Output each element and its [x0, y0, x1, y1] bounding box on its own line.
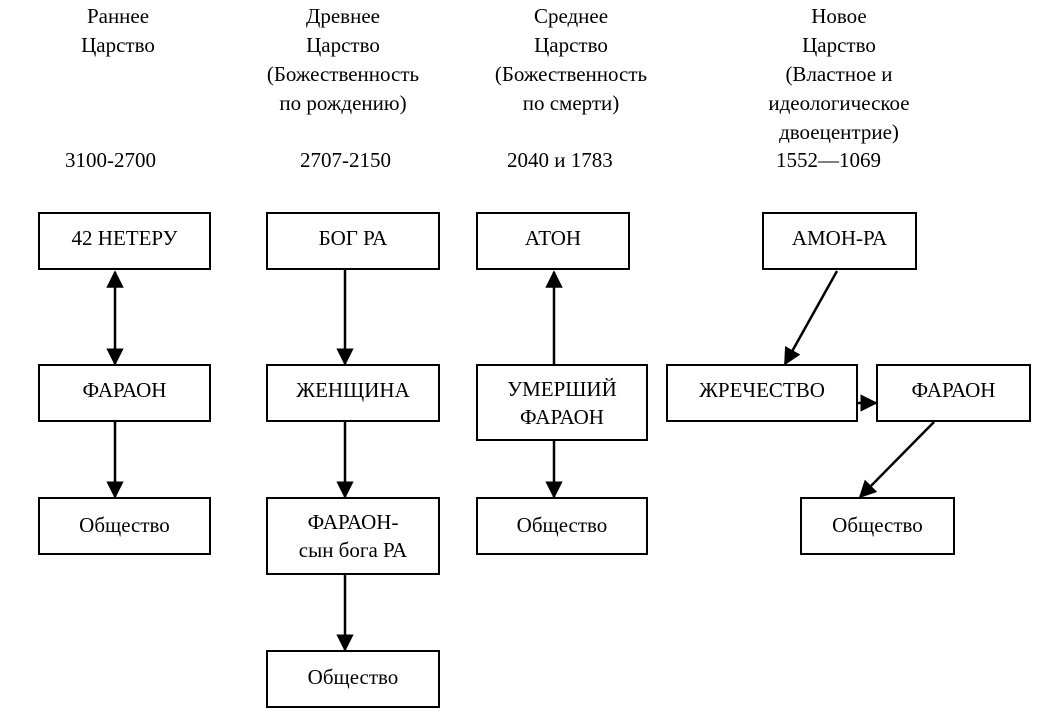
node-god-ra: БОГ РА [266, 212, 440, 270]
node-label: ЖЕНЩИНА [296, 378, 410, 402]
node-label: Общество [832, 513, 923, 537]
header-middle-kingdom: Среднее Царство (Божественность по смерт… [476, 2, 666, 118]
header-line: (Божественность [266, 62, 420, 86]
node-label: ФАРАОН [520, 405, 604, 429]
header-line: двоецентрие) [779, 120, 899, 144]
node-pharaoh-son-of-ra: ФАРАОН- сын бога РА [266, 497, 440, 575]
dates-new-kingdom: 1552—1069 [776, 148, 881, 172]
header-line: идеологическое [768, 91, 910, 115]
header-line: Царство [306, 33, 380, 57]
header-line: Царство [81, 33, 155, 57]
dates-middle-kingdom: 2040 и 1783 [507, 148, 613, 172]
node-society-early: Общество [38, 497, 211, 555]
arrow-amon-ra-priesthood [783, 270, 839, 366]
node-label: АМОН-РА [791, 226, 888, 250]
node-label: АТОН [524, 226, 582, 250]
dates-old-kingdom: 2707-2150 [300, 148, 391, 172]
node-dead-pharaoh: УМЕРШИЙ ФАРАОН [476, 364, 648, 441]
node-42-netery: 42 НЕТЕРУ [38, 212, 211, 270]
header-line: Новое [811, 4, 867, 28]
node-label: сын бога РА [298, 538, 408, 562]
node-label: ФАРАОН [911, 378, 996, 402]
node-label: ФАРАОН- [307, 510, 399, 534]
header-line: Древнее [306, 4, 380, 28]
header-line: Царство [802, 33, 876, 57]
node-society-old: Общество [266, 650, 440, 708]
node-label: Общество [307, 665, 399, 689]
header-line: по рождению) [279, 91, 407, 115]
header-old-kingdom: Древнее Царство (Божественность по рожде… [238, 2, 448, 118]
node-label: ФАРАОН [82, 378, 167, 402]
header-line: (Божественность [494, 62, 648, 86]
node-society-middle: Общество [476, 497, 648, 555]
node-label: БОГ РА [318, 226, 388, 250]
node-priesthood: ЖРЕЧЕСТВО [666, 364, 858, 422]
header-new-kingdom: Новое Царство (Властное и идеологическое… [734, 2, 944, 147]
node-aton: АТОН [476, 212, 630, 270]
node-pharaoh-early: ФАРАОН [38, 364, 211, 422]
header-line: Раннее [86, 4, 150, 28]
node-label: ЖРЕЧЕСТВО [699, 378, 825, 402]
node-label: 42 НЕТЕРУ [71, 226, 178, 250]
node-society-new: Общество [800, 497, 955, 555]
node-woman: ЖЕНЩИНА [266, 364, 440, 422]
header-line: Царство [534, 33, 608, 57]
node-label: Общество [79, 513, 170, 537]
header-line: по смерти) [522, 91, 620, 115]
arrow-pharaoh-society-new [858, 421, 935, 499]
dates-early-kingdom: 3100-2700 [65, 148, 156, 172]
node-amon-ra: АМОН-РА [762, 212, 917, 270]
header-line: Среднее [533, 4, 609, 28]
header-line: (Властное и [785, 62, 893, 86]
node-label: УМЕРШИЙ [507, 377, 617, 401]
node-label: Общество [516, 513, 608, 537]
node-pharaoh-new: ФАРАОН [876, 364, 1031, 422]
header-early-kingdom: Раннее Царство [48, 2, 188, 60]
